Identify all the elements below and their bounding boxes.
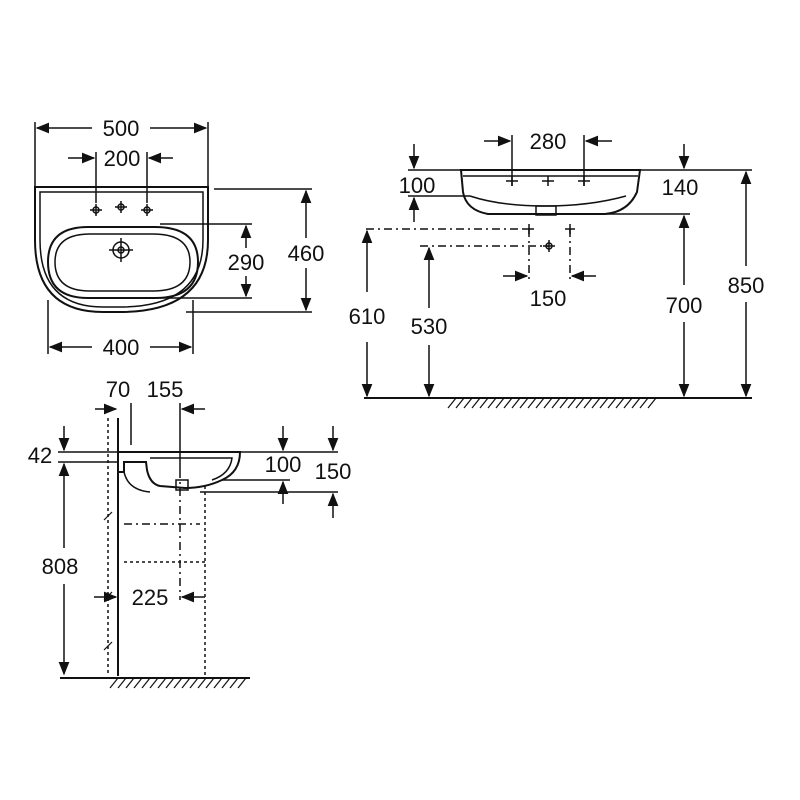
dim-bracket-spacing: 280 [530,129,567,154]
dim-wall-to-tap: 70 [106,377,130,402]
dim-waste-height: 530 [411,314,448,339]
dim-rim-height: 100 [399,173,436,198]
tap-hole-icons [90,201,153,216]
dim-tap-hole-spacing: 200 [104,146,141,171]
dim-height-to-bottom: 808 [42,554,79,579]
floor-hatch-side [109,677,247,689]
dim-height-to-fixing: 610 [349,304,386,329]
dim-height-to-underside: 700 [666,293,703,318]
drain-icon [109,238,133,262]
top-view: 500 200 290 460 400 [34,116,325,360]
basin-outline-front [459,169,642,215]
dim-bowl-depth-side: 100 [265,452,302,477]
floor-hatch [447,397,657,409]
dim-bowl-width: 400 [103,335,140,360]
dim-height-to-rim: 850 [728,273,765,298]
dim-basin-depth: 150 [315,459,352,484]
front-view: 280 100 140 610 530 150 700 850 [349,129,765,409]
dim-tap-to-waste: 155 [147,377,184,402]
bowl-outline-plan [46,226,200,299]
dim-waste-offset: 150 [530,286,567,311]
basin-section [118,451,242,490]
dim-depth-overall: 460 [288,241,325,266]
wall-hatch [103,511,113,651]
dim-rim-thickness: 42 [28,443,52,468]
dim-waste-projection: 225 [132,585,169,610]
dim-basin-height: 140 [662,175,699,200]
basin-outline-plan [34,186,209,313]
dim-bowl-depth: 290 [228,250,265,275]
dim-width-overall: 500 [103,116,140,141]
side-view: 70 155 42 100 150 808 225 [28,377,352,689]
